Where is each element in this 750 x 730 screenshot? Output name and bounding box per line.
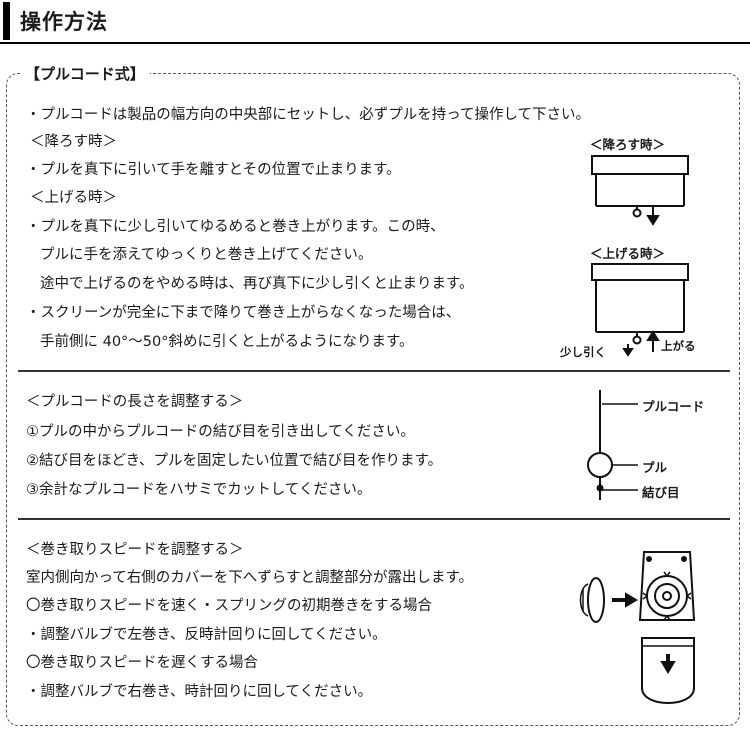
header-accent-bar — [3, 2, 10, 40]
speed-intro: 室内側向かって右側のカバーを下へずらすと調整部分が露出します。 — [26, 570, 474, 586]
page-title: 操作方法 — [20, 10, 108, 34]
raise-text-2: プルに手を添えてゆっくりと巻き上げてください。 — [40, 247, 373, 263]
header-rule — [0, 42, 750, 44]
fig-knot-label: 結び目 — [642, 485, 680, 500]
pullcord-legend: 【プルコード式】 — [20, 63, 150, 84]
screen-text-2: 手前側に 40°〜50°斜めに引くと上がるようになります。 — [40, 334, 414, 350]
intro-line: ・プルコードは製品の幅方向の中央部にセットし、必ずプルを持って操作して下さい。 — [26, 107, 591, 123]
cord-step-1: ①プルの中からプルコードの結び目を引き出してください。 — [26, 424, 415, 440]
speed-figure — [579, 551, 696, 704]
section-divider-1 — [18, 370, 730, 372]
lower-figure — [591, 155, 689, 226]
raise-text-3: 途中で上げるのをやめる時は、再び真下に少し引くと止まります。 — [40, 276, 474, 292]
fig-raise-label: ＜上げる時＞ — [590, 246, 666, 261]
cord-figure — [587, 390, 638, 500]
fig-lower-label: ＜降ろす時＞ — [590, 137, 666, 152]
section-divider-2 — [18, 518, 730, 520]
raise-text-1: ・プルを真下に少し引いてゆるめると巻き上がります。この時、 — [26, 219, 445, 235]
cord-step-3: ③余計なプルコードをハサミでカットしてください。 — [26, 482, 372, 498]
lower-heading: ＜降ろす時＞ — [30, 134, 117, 150]
speed-slow-text: ・調整バルブで右巻き、時計回りに回してください。 — [26, 684, 373, 700]
raise-heading: ＜上げる時＞ — [30, 190, 117, 206]
fig-pull-slightly: 少し引く — [560, 345, 606, 359]
fig-pull-label: プル — [642, 460, 668, 475]
cord-step-2: ②結び目をほどき、プルを固定したい位置で結び目を作ります。 — [26, 453, 443, 469]
speed-fast-text: ・調整バルブで左巻き、反時計回りに回してください。 — [26, 627, 387, 643]
pullcord-section-frame — [6, 73, 740, 726]
speed-slow-heading: 〇巻き取りスピードを遅くする場合 — [26, 655, 258, 671]
raise-figure — [591, 263, 689, 357]
speed-fast-heading: 〇巻き取りスピードを速く・スプリングの初期巻きをする場合 — [26, 598, 432, 614]
screen-text-1: ・スクリーンが完全に下まで降りて巻き上がらなくなった場合は、 — [26, 305, 461, 321]
fig-cord-label: プルコード — [642, 399, 705, 414]
lower-text: ・プルを真下に引いて手を離すとその位置で止まります。 — [26, 162, 401, 178]
page-header: 操作方法 — [0, 0, 750, 44]
fig-raise: 上がる — [661, 339, 696, 353]
speed-heading: ＜巻き取りスピードを調整する＞ — [26, 542, 244, 558]
cord-length-heading: ＜プルコードの長さを調整する＞ — [26, 394, 244, 410]
